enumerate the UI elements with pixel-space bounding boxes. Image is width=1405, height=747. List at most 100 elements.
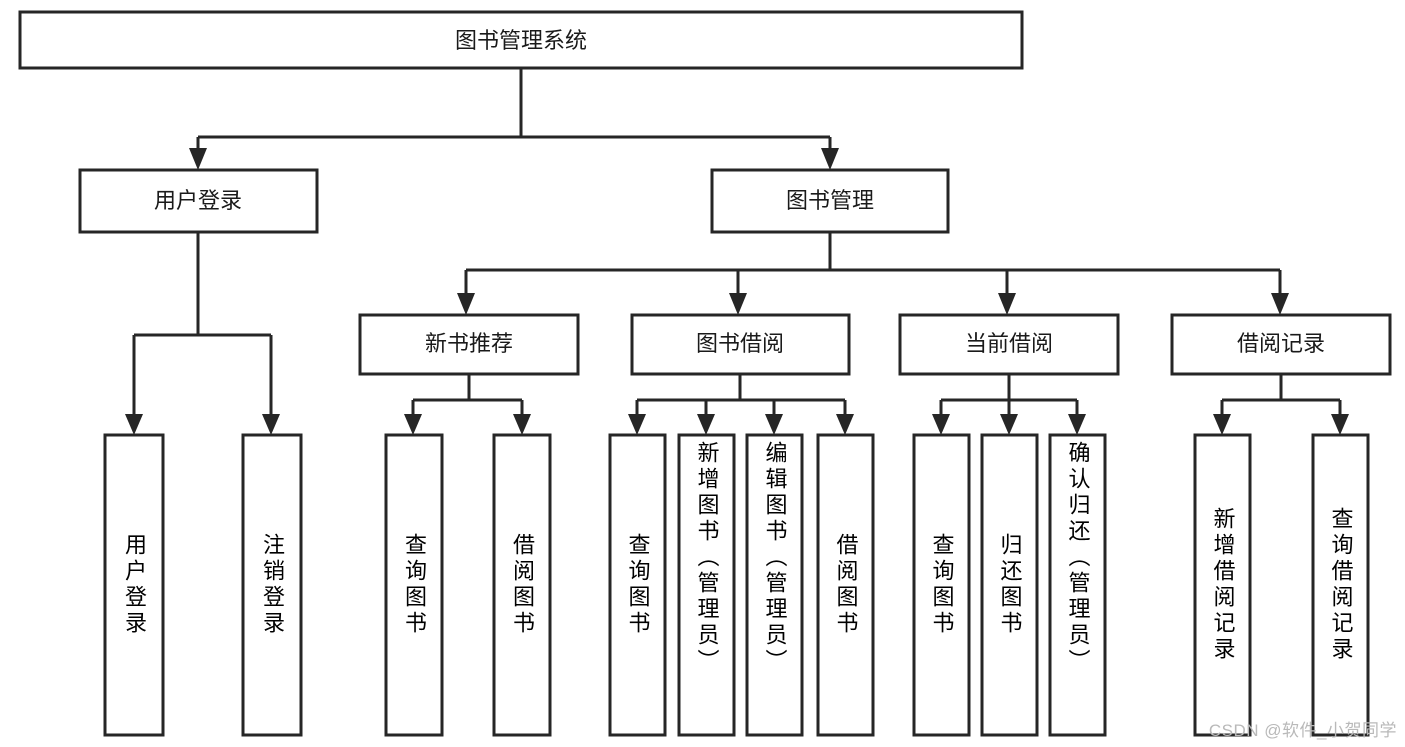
node-leaf-query-book-3-box[interactable] bbox=[912, 433, 971, 737]
arrow-book-borrow-to-query-book bbox=[628, 414, 646, 435]
node-leaf-query-book-2-box[interactable] bbox=[608, 433, 667, 737]
node-user-login[interactable]: 用户登录 bbox=[78, 168, 319, 234]
node-leaf-confirm-return-box[interactable] bbox=[1048, 433, 1107, 737]
node-leaf-return-book[interactable]: 归还图书 bbox=[980, 433, 1039, 737]
node-leaf-query-book-2-label: 查询图书 bbox=[625, 533, 651, 637]
node-leaf-borrow-book-2[interactable]: 借阅图书 bbox=[816, 433, 875, 737]
node-leaf-return-book-text-area: 归还图书 bbox=[997, 533, 1023, 637]
node-leaf-confirm-return[interactable]: 确认归还（管理员） bbox=[1048, 433, 1107, 737]
node-leaf-query-book-1[interactable]: 查询图书 bbox=[384, 433, 444, 737]
node-leaf-add-book-label: 新增图书（管理员） bbox=[694, 441, 720, 675]
node-leaf-borrow-book-1[interactable]: 借阅图书 bbox=[492, 433, 552, 737]
connector-group-current-borrow bbox=[932, 374, 1086, 435]
node-leaf-add-record[interactable]: 新增借阅记录 bbox=[1193, 433, 1252, 737]
arrow-current-borrow-to-confirm-return bbox=[1068, 414, 1086, 435]
arrow-book-manage-to-borrow-record bbox=[1271, 293, 1289, 315]
connector-group-new-book-rec bbox=[404, 374, 531, 435]
node-leaf-logout-label: 注销登录 bbox=[260, 533, 285, 637]
node-leaf-user-login-box[interactable] bbox=[103, 433, 165, 737]
node-leaf-borrow-book-2-label: 借阅图书 bbox=[833, 533, 859, 637]
node-borrow-record-label: 借阅记录 bbox=[1237, 331, 1325, 356]
node-book-borrow-box[interactable] bbox=[630, 313, 851, 376]
node-leaf-query-book-2[interactable]: 查询图书 bbox=[608, 433, 667, 737]
node-leaf-add-record-label: 新增借阅记录 bbox=[1210, 507, 1236, 663]
arrow-root-to-book-manage bbox=[821, 148, 839, 170]
node-current-borrow[interactable]: 当前借阅 bbox=[898, 313, 1120, 376]
arrow-borrow-record-to-add-record bbox=[1213, 414, 1231, 435]
arrow-current-borrow-to-query-book bbox=[932, 414, 950, 435]
arrow-book-manage-to-new-book-rec bbox=[457, 293, 475, 315]
arrow-user-login-to-leaf-user-login bbox=[125, 414, 143, 435]
node-leaf-query-book-3-text-area: 查询图书 bbox=[930, 533, 955, 637]
connector-group-borrow-record bbox=[1213, 374, 1349, 435]
node-leaf-edit-book-label: 编辑图书（管理员） bbox=[762, 441, 788, 675]
node-leaf-query-book-1-box[interactable] bbox=[384, 433, 444, 737]
node-leaf-logout-text-area: 注销登录 bbox=[260, 533, 285, 637]
arrow-current-borrow-to-return-book bbox=[1000, 414, 1018, 435]
connector-group-user-login bbox=[125, 232, 280, 435]
node-leaf-add-book-box[interactable] bbox=[677, 433, 736, 737]
arrow-new-book-rec-to-query-book bbox=[404, 414, 422, 435]
arrow-new-book-rec-to-borrow-book bbox=[513, 414, 531, 435]
node-leaf-add-record-box[interactable] bbox=[1193, 433, 1252, 737]
connector-group-book-borrow bbox=[628, 374, 854, 435]
arrow-root-to-user-login bbox=[189, 148, 207, 170]
node-new-book-rec-box[interactable] bbox=[358, 313, 580, 376]
node-leaf-user-login-label: 用户登录 bbox=[122, 533, 147, 637]
node-leaf-borrow-book-2-box[interactable] bbox=[816, 433, 875, 737]
connector-group-book-manage bbox=[457, 232, 1289, 315]
arrow-borrow-record-to-query-record bbox=[1331, 414, 1349, 435]
node-leaf-query-record-text-area: 查询借阅记录 bbox=[1328, 507, 1354, 663]
node-leaf-borrow-book-2-text-area: 借阅图书 bbox=[833, 533, 859, 637]
arrow-book-manage-to-current-borrow bbox=[998, 293, 1016, 315]
node-leaf-query-book-2-text-area: 查询图书 bbox=[625, 533, 651, 637]
node-root-box[interactable] bbox=[18, 10, 1024, 70]
node-leaf-query-book-3[interactable]: 查询图书 bbox=[912, 433, 971, 737]
node-leaf-return-book-label: 归还图书 bbox=[997, 533, 1023, 637]
node-leaf-borrow-book-1-text-area: 借阅图书 bbox=[510, 533, 535, 637]
node-current-borrow-box[interactable] bbox=[898, 313, 1120, 376]
node-leaf-edit-book[interactable]: 编辑图书（管理员） bbox=[745, 433, 804, 737]
node-book-borrow-label: 图书借阅 bbox=[696, 331, 784, 356]
node-leaf-query-book-1-text-area: 查询图书 bbox=[402, 533, 427, 637]
node-user-login-box[interactable] bbox=[78, 168, 319, 234]
node-leaf-borrow-book-1-box[interactable] bbox=[492, 433, 552, 737]
node-leaf-add-book-text-area: 新增图书（管理员） bbox=[694, 441, 720, 675]
node-new-book-rec-label: 新书推荐 bbox=[425, 331, 513, 356]
arrow-book-borrow-to-add-book bbox=[697, 414, 715, 435]
node-leaf-edit-book-text-area: 编辑图书（管理员） bbox=[762, 441, 788, 675]
arrow-user-login-to-leaf-logout bbox=[262, 414, 280, 435]
connector-group-root bbox=[189, 68, 839, 170]
node-borrow-record-box[interactable] bbox=[1170, 313, 1392, 376]
node-leaf-query-record-box[interactable] bbox=[1311, 433, 1370, 737]
node-new-book-rec[interactable]: 新书推荐 bbox=[358, 313, 580, 376]
node-leaf-query-book-1-label: 查询图书 bbox=[402, 533, 427, 637]
node-leaf-logout[interactable]: 注销登录 bbox=[241, 433, 303, 737]
arrow-book-manage-to-book-borrow bbox=[729, 293, 747, 315]
node-leaf-add-record-text-area: 新增借阅记录 bbox=[1210, 507, 1236, 663]
node-root[interactable]: 图书管理系统 bbox=[18, 10, 1024, 70]
node-leaf-logout-box[interactable] bbox=[241, 433, 303, 737]
node-leaf-return-book-box[interactable] bbox=[980, 433, 1039, 737]
node-user-login-label: 用户登录 bbox=[154, 188, 242, 213]
node-leaf-user-login[interactable]: 用户登录 bbox=[103, 433, 165, 737]
arrow-book-borrow-to-borrow-book bbox=[836, 414, 854, 435]
node-leaf-add-book[interactable]: 新增图书（管理员） bbox=[677, 433, 736, 737]
node-leaf-user-login-text-area: 用户登录 bbox=[122, 533, 147, 637]
node-leaf-edit-book-box[interactable] bbox=[745, 433, 804, 737]
node-book-manage-label: 图书管理 bbox=[786, 188, 874, 213]
node-leaf-confirm-return-text-area: 确认归还（管理员） bbox=[1065, 441, 1091, 675]
node-borrow-record[interactable]: 借阅记录 bbox=[1170, 313, 1392, 376]
node-leaf-query-record[interactable]: 查询借阅记录 bbox=[1311, 433, 1370, 737]
node-current-borrow-label: 当前借阅 bbox=[965, 331, 1053, 356]
node-leaf-borrow-book-1-label: 借阅图书 bbox=[510, 533, 535, 637]
node-leaf-confirm-return-label: 确认归还（管理员） bbox=[1065, 441, 1091, 675]
node-leaf-query-record-label: 查询借阅记录 bbox=[1328, 507, 1354, 663]
node-book-manage-box[interactable] bbox=[710, 168, 950, 234]
node-root-label: 图书管理系统 bbox=[455, 28, 587, 53]
node-book-manage[interactable]: 图书管理 bbox=[710, 168, 950, 234]
arrow-book-borrow-to-edit-book bbox=[765, 414, 783, 435]
node-book-borrow[interactable]: 图书借阅 bbox=[630, 313, 851, 376]
